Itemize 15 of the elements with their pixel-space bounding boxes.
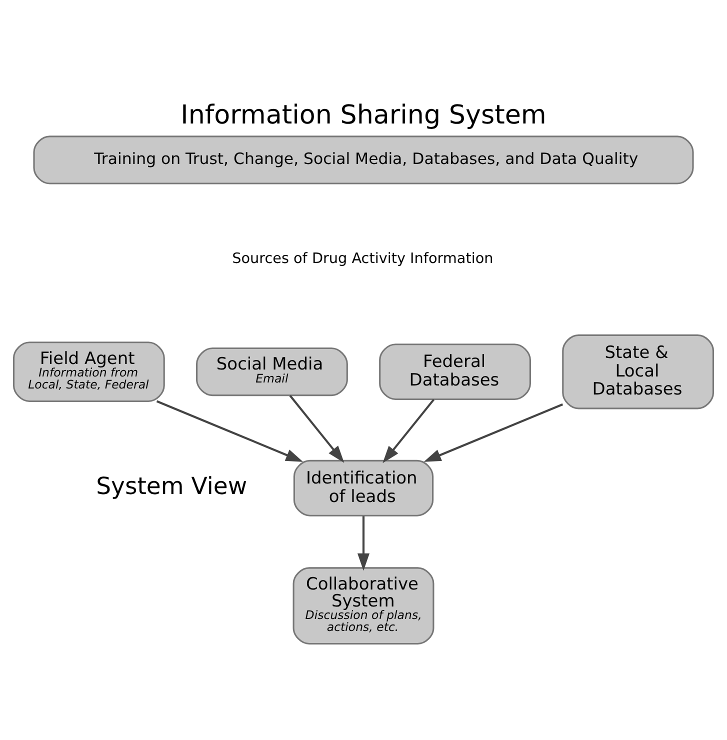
node-box: Collaborative System Discussion of plans, actions, etc. [292,566,434,644]
arrow [424,402,564,462]
node-box: Identification of leads [293,459,434,516]
node-box: Field Agent Information from Local, State, Federal [12,341,165,402]
label: Sources of Drug Activity Information [232,250,494,267]
arrow [357,516,370,570]
diagram-title: Information Sharing System [180,100,546,130]
arrow [156,400,304,462]
node-box: Federal Databases [379,343,531,400]
label: System View [96,471,248,500]
arrow [382,398,435,463]
node-box: Social Media Email [196,346,348,396]
arrow [289,394,344,462]
node-box: State & Local Databases [562,334,714,409]
node-box: Training on Trust, Change, Social Media, Databases, and Data Quality [33,135,694,184]
